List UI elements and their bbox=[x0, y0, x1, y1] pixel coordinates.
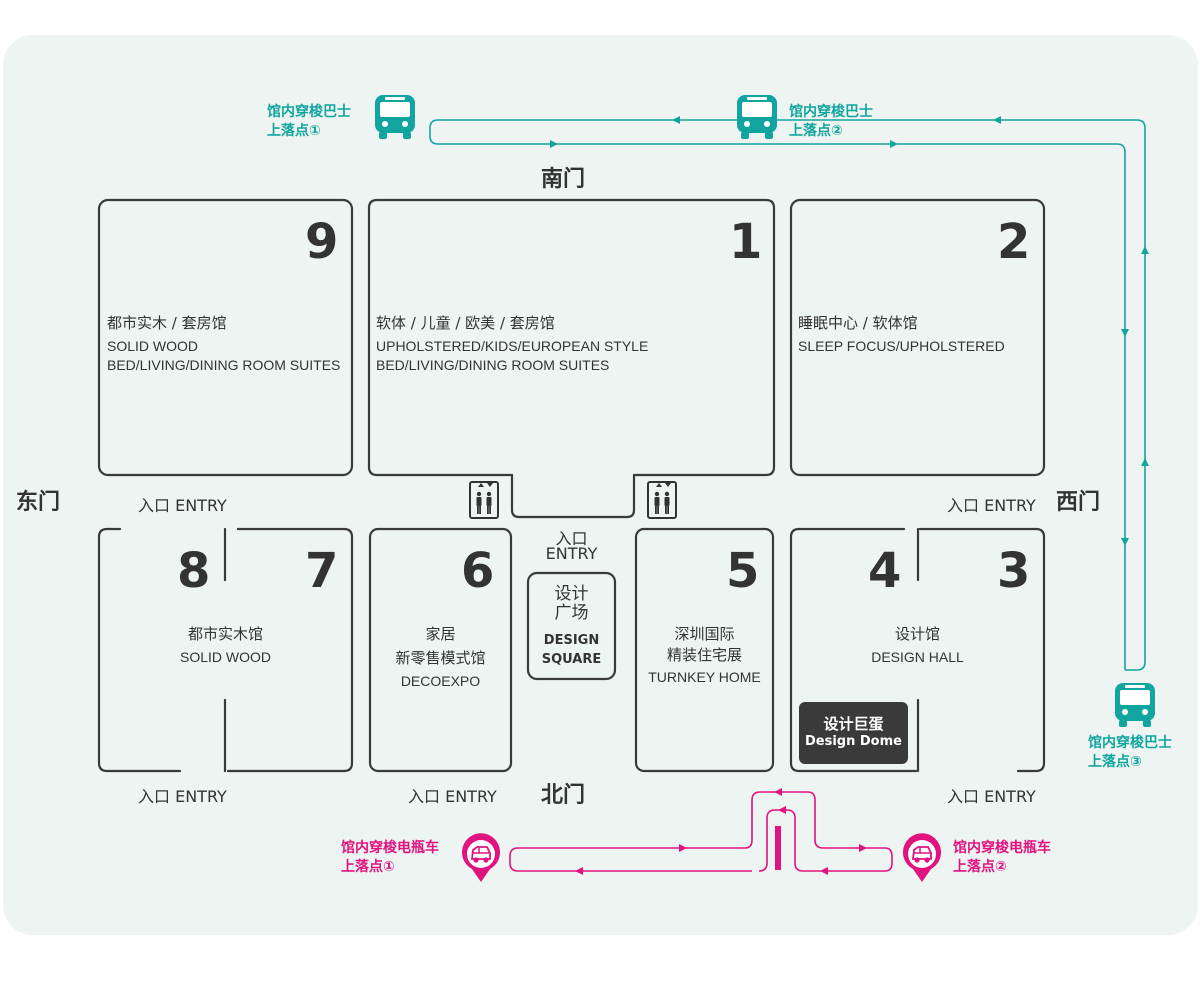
bus-stop-label: 馆内穿梭巴士 上落点① bbox=[267, 103, 351, 141]
design-square-cn: 设计 广场 bbox=[528, 585, 615, 623]
hall-name-cn: 深圳国际 bbox=[674, 625, 735, 643]
hall-43-wall-left bbox=[789, 527, 918, 773]
design-dome-cn: 设计巨蛋 bbox=[823, 715, 884, 733]
hall-name-en: BED/LIVING/DINING ROOM SUITES bbox=[107, 357, 341, 373]
bus-stop-label: 馆内穿梭巴士 上落点② bbox=[789, 103, 873, 141]
ebike-stop-label-line: 上落点② bbox=[953, 859, 1007, 875]
hall-name-en: SLEEP FOCUS/UPHOLSTERED bbox=[798, 338, 1005, 354]
hall-5-wall bbox=[634, 527, 775, 773]
bus-stop-label-line: 馆内穿梭巴士 bbox=[1088, 735, 1172, 751]
bus-stop-label-line: 馆内穿梭巴士 bbox=[267, 104, 351, 120]
hall-name-en: DECOEXPO bbox=[400, 673, 481, 689]
hall-number: 2 bbox=[997, 214, 1031, 270]
hall-number: 9 bbox=[305, 214, 339, 270]
entry-label: 入口 ENTRY bbox=[138, 787, 227, 806]
gate-south: 南门 bbox=[541, 167, 586, 192]
bus-route bbox=[429, 119, 1146, 671]
design-square-en-line: SQUARE bbox=[541, 652, 602, 667]
hall-name-en: SOLID WOOD bbox=[107, 338, 199, 354]
hall-name-cn: 家居 bbox=[425, 625, 456, 643]
hall-number: 1 bbox=[729, 214, 763, 270]
hall-name-en: BED/LIVING/DINING ROOM SUITES bbox=[376, 357, 610, 373]
design-square-en: DESIGN SQUARE bbox=[528, 631, 615, 669]
hall-name-cn: 都市实木 / 套房馆 bbox=[107, 314, 227, 332]
hall-number: 8 bbox=[177, 543, 211, 599]
hall-1-wall bbox=[367, 198, 776, 519]
design-dome-box bbox=[799, 702, 908, 764]
ebike-stop-label-line: 馆内穿梭电瓶车 bbox=[953, 840, 1051, 856]
hall-number: 6 bbox=[461, 543, 495, 599]
entry-label: 入口 ENTRY bbox=[408, 787, 497, 806]
hall-6-wall bbox=[368, 527, 513, 773]
entry-label-center-en: ENTRY bbox=[545, 544, 598, 563]
entry-label: 入口 ENTRY bbox=[138, 496, 227, 515]
gate-north: 北门 bbox=[541, 783, 586, 808]
hall-87-wall-right bbox=[226, 527, 354, 773]
ebike-route-arrows bbox=[575, 788, 867, 875]
hall-43-wall-right bbox=[918, 527, 1046, 773]
hall-name-cn: 软体 / 儿童 / 欧美 / 套房馆 bbox=[376, 314, 555, 332]
design-dome-en: Design Dome bbox=[805, 734, 902, 749]
ebike-route bbox=[509, 791, 893, 872]
hall-number: 7 bbox=[305, 543, 339, 599]
design-square-cn-line: 设计 bbox=[554, 584, 589, 604]
hall-2-wall bbox=[789, 198, 1046, 477]
hall-name-cn: 新零售模式馆 bbox=[395, 649, 486, 667]
gate-east: 东门 bbox=[16, 490, 61, 515]
hall-name-cn: 睡眠中心 / 软体馆 bbox=[798, 314, 918, 332]
hall-name-cn: 精装住宅展 bbox=[666, 646, 742, 664]
ebike-stop-label-line: 上落点① bbox=[341, 859, 395, 875]
gate-west: 西门 bbox=[1056, 490, 1101, 515]
hall-name-en: UPHOLSTERED/KIDS/EUROPEAN STYLE bbox=[376, 338, 649, 354]
hall-number: 3 bbox=[997, 543, 1031, 599]
design-square-box bbox=[526, 571, 617, 681]
hall-87-wall-left bbox=[97, 527, 182, 773]
bus-stop-label-line: 上落点② bbox=[789, 123, 843, 139]
bus-icon bbox=[375, 95, 415, 139]
hall-name-en: TURNKEY HOME bbox=[648, 669, 761, 685]
bus-stop-label: 馆内穿梭巴士 上落点③ bbox=[1088, 734, 1172, 772]
bus-route-arrows bbox=[550, 116, 1149, 546]
ebike-stop-label: 馆内穿梭电瓶车 上落点① bbox=[341, 839, 439, 877]
bus-stop-label-line: 上落点① bbox=[267, 123, 321, 139]
bus-stop-label-line: 上落点③ bbox=[1088, 754, 1142, 770]
ebike-stop-label: 馆内穿梭电瓶车 上落点② bbox=[953, 839, 1051, 877]
hall-number: 5 bbox=[726, 543, 760, 599]
design-square-cn-line: 广场 bbox=[554, 603, 589, 623]
hall-walls bbox=[97, 198, 1046, 773]
bus-stop-label-line: 馆内穿梭巴士 bbox=[789, 104, 873, 120]
hall-name-en: SOLID WOOD bbox=[179, 649, 271, 665]
bus-icon bbox=[737, 95, 777, 139]
hall-9-wall bbox=[97, 198, 354, 477]
ebike-route-bar bbox=[775, 826, 781, 870]
hall-name-en: DESIGN HALL bbox=[871, 649, 964, 665]
bus-icon bbox=[1115, 683, 1155, 727]
entry-label: 入口 ENTRY bbox=[947, 496, 1036, 515]
entry-label-center-cn: 入口 bbox=[555, 529, 588, 548]
design-square-en-line: DESIGN bbox=[543, 633, 600, 648]
entry-label: 入口 ENTRY bbox=[947, 787, 1036, 806]
hall-number: 4 bbox=[868, 543, 902, 599]
hall-name-cn: 都市实木馆 bbox=[187, 625, 263, 643]
hall-name-cn: 设计馆 bbox=[894, 625, 940, 643]
ebike-stop-label-line: 馆内穿梭电瓶车 bbox=[341, 840, 439, 856]
